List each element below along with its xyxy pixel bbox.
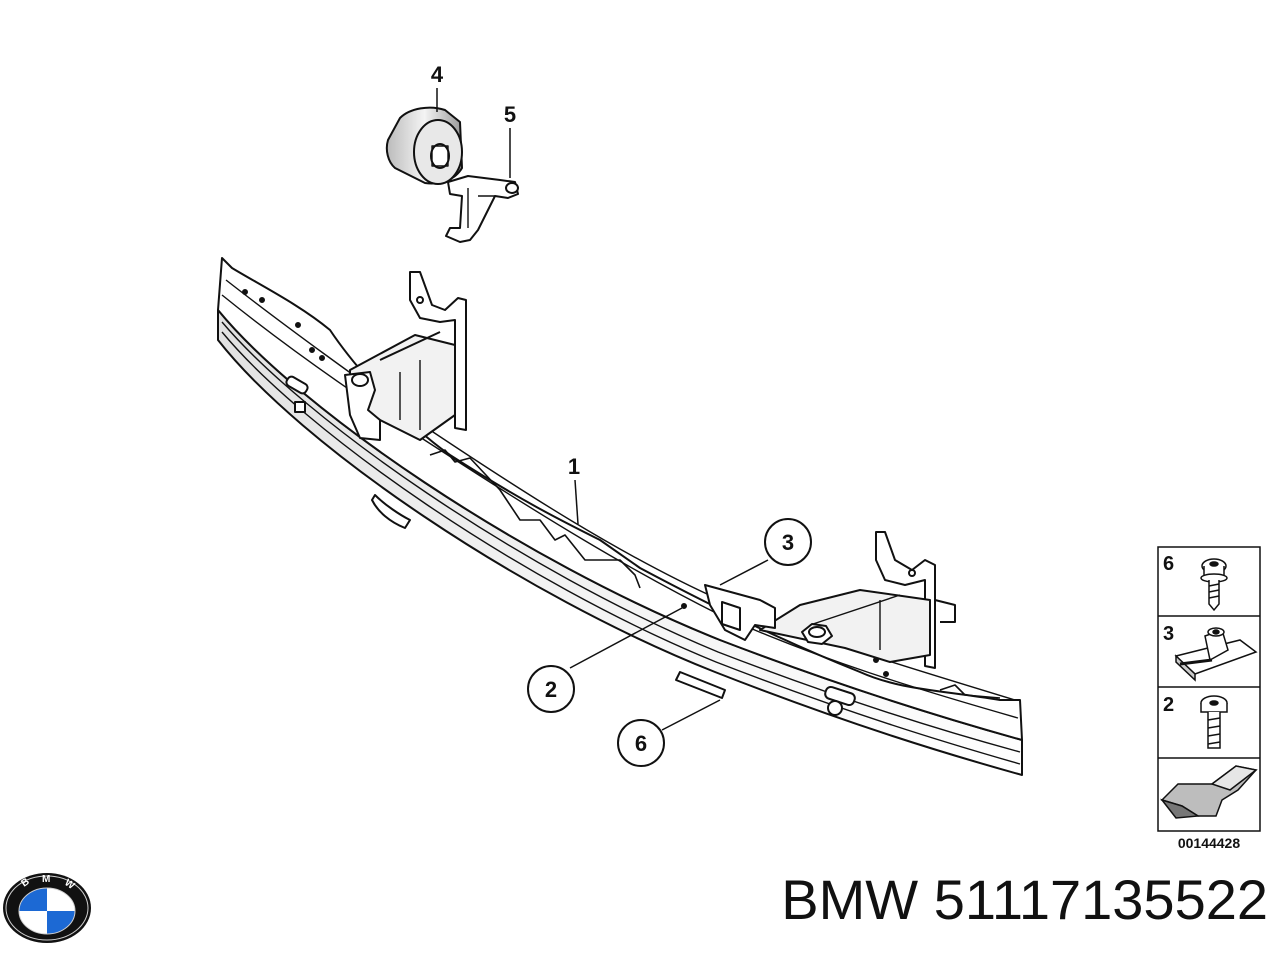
- bumper-carrier-beam: [217, 257, 1023, 776]
- callout-2: 2: [545, 677, 557, 702]
- legend-number-3: 3: [1163, 623, 1174, 645]
- legend-number-2: 2: [1163, 694, 1174, 716]
- brand-name: BMW: [781, 868, 919, 931]
- callout-3: 3: [782, 530, 794, 555]
- small-bracket: [445, 175, 519, 243]
- part-title: BMW 51117135522: [668, 872, 1268, 928]
- callout-circle-6: 6: [617, 719, 665, 767]
- fastener-legend: 6 3 2: [1157, 546, 1261, 851]
- bolt-with-washer-icon: [1200, 558, 1228, 612]
- callout-6: 6: [635, 731, 647, 756]
- leader-lines: [436, 88, 769, 731]
- part-number: 51117135522: [933, 868, 1268, 931]
- diagram-code: 00144428: [1178, 835, 1241, 851]
- clip-mount-plate: [704, 584, 776, 641]
- legend-number-6: 6: [1163, 553, 1174, 575]
- screw-icon: [1200, 695, 1228, 749]
- callout-circle-2: 2: [527, 665, 575, 713]
- logo-letter-m: M: [42, 874, 50, 885]
- right-mounting-bracket: [759, 531, 956, 669]
- left-mounting-bracket: [344, 271, 467, 441]
- callout-4: 4: [431, 62, 444, 87]
- rubber-buffer: [385, 106, 463, 185]
- bmw-roundel-logo: B M W: [3, 873, 91, 943]
- arrow-direction-icon: [1159, 765, 1258, 819]
- callout-1: 1: [568, 454, 580, 479]
- callout-circle-3: 3: [764, 518, 812, 566]
- callout-5: 5: [504, 102, 516, 127]
- clip-nut-icon: [1174, 627, 1258, 682]
